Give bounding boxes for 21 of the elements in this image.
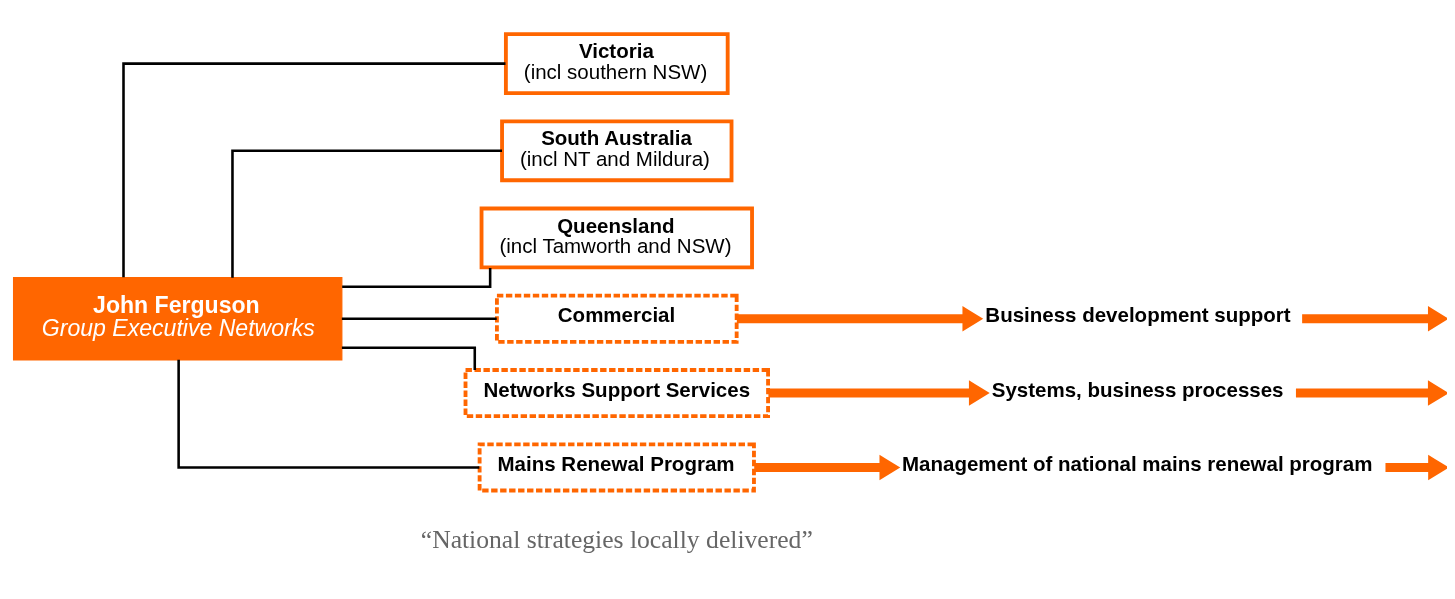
node-text: Management of national mains renewal program	[902, 452, 1373, 476]
node-box: South Australia (incl NT and Mildura)	[500, 119, 734, 183]
node-box: Commercial	[495, 293, 739, 344]
node-box: Queensland (incl Tamworth and NSW)	[479, 206, 754, 270]
node-box: Networks Support Services	[463, 368, 770, 419]
node-box: John Ferguson Group Executive Networks	[12, 277, 343, 361]
node-box: Mains Renewal Program	[477, 442, 756, 493]
node-text: Business development support	[985, 303, 1291, 327]
arrow	[736, 306, 984, 332]
arrow	[1302, 306, 1447, 332]
arrow	[1295, 380, 1447, 406]
arrow	[1385, 454, 1447, 481]
connector	[177, 359, 480, 469]
node-box: Victoria (incl southern NSW)	[503, 32, 730, 96]
arrow	[768, 380, 990, 406]
connector	[231, 149, 502, 278]
arrow	[754, 454, 901, 481]
label: “National strategies locally delivered”	[420, 525, 813, 555]
connector	[122, 62, 506, 278]
connector	[341, 317, 497, 320]
node-text: Systems, business processes	[991, 377, 1284, 401]
